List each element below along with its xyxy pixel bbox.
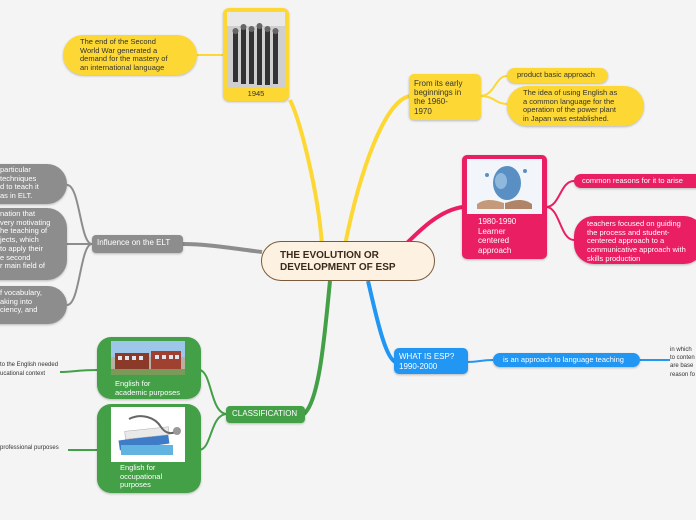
soldiers-photo xyxy=(227,12,285,88)
influence-elt-label: Influence on the ELT xyxy=(97,238,171,247)
node-1945[interactable]: 1945 xyxy=(223,8,289,101)
node-product-approach[interactable]: product basic approach xyxy=(507,68,608,83)
node-classification[interactable]: CLASSIFICATION xyxy=(226,406,305,423)
node-approach-teaching[interactable]: is an approach to language teaching xyxy=(493,353,640,367)
product-approach-label: product basic approach xyxy=(517,70,595,79)
node-1945-label: 1945 xyxy=(247,89,265,98)
node-what-is-esp[interactable]: WHAT IS ESP?1990-2000 xyxy=(394,348,468,374)
medical-books-image xyxy=(111,407,185,462)
head-puzzle-graphic xyxy=(467,159,542,214)
head-puzzle-image xyxy=(467,159,542,214)
approach-teaching-label: is an approach to language teaching xyxy=(503,355,624,364)
common-reasons-label: common reasons for it to arise xyxy=(582,176,683,185)
classification-label: CLASSIFICATION xyxy=(232,409,298,418)
eop-note-text: professional purposes xyxy=(0,445,59,451)
node-common-reasons[interactable]: common reasons for it to arise xyxy=(574,174,696,188)
what-is-esp-label: WHAT IS ESP?1990-2000 xyxy=(399,352,455,371)
soldiers-photo-graphic xyxy=(227,12,285,88)
medical-books-graphic xyxy=(111,407,185,462)
node-influence-elt[interactable]: Influence on the ELT xyxy=(92,235,183,253)
school-building-image xyxy=(111,341,185,375)
school-building-graphic xyxy=(111,341,185,375)
